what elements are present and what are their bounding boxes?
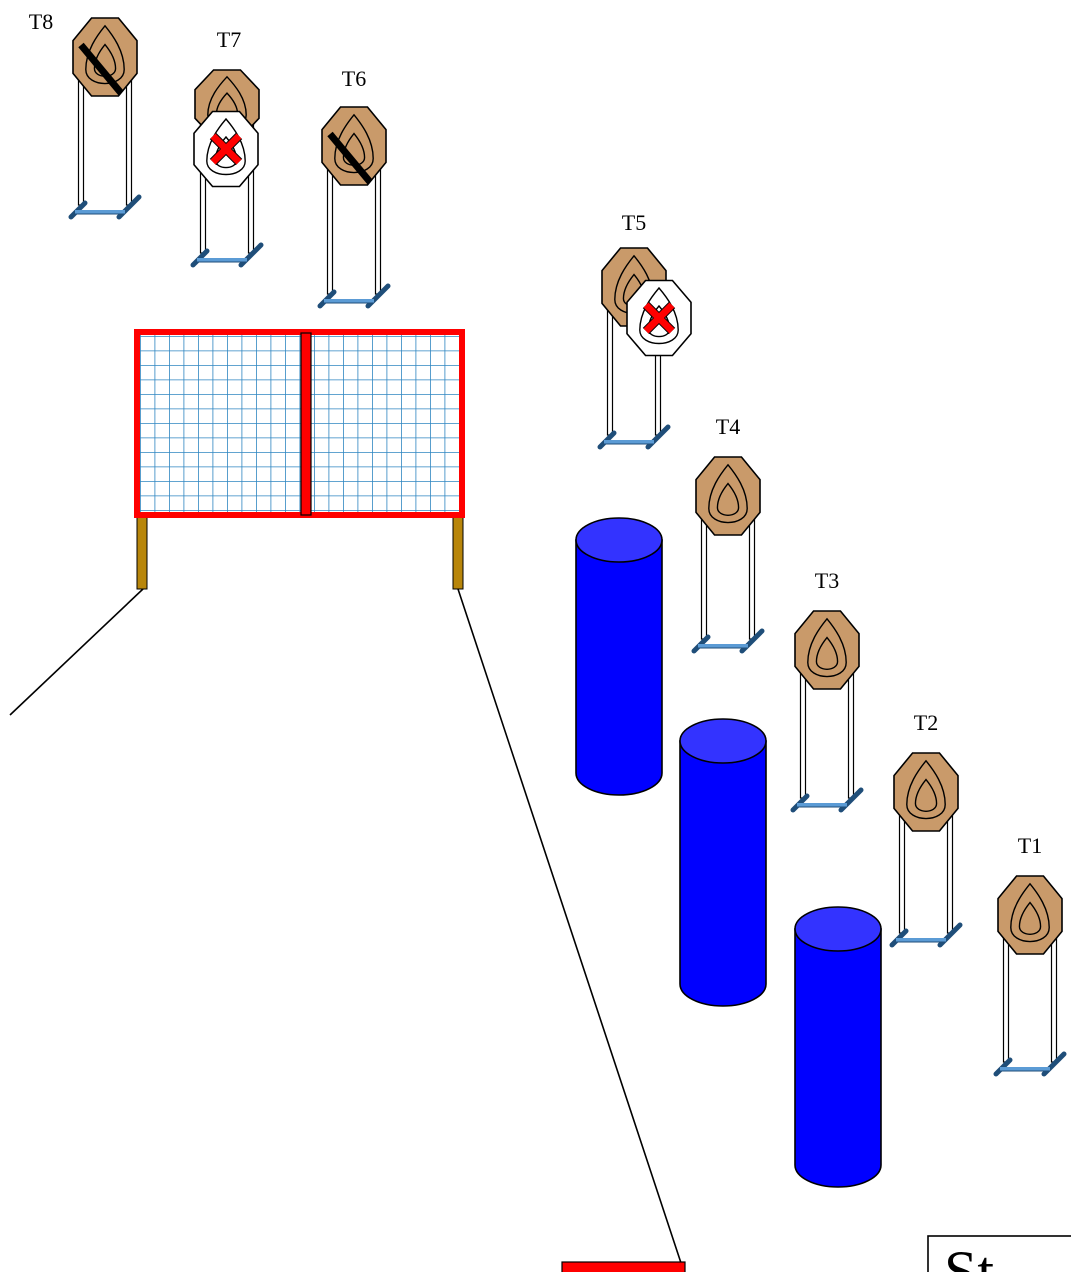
- steel-target-icon: [322, 107, 386, 185]
- steel-target-icon: [696, 457, 760, 535]
- steel-target-icon: [998, 876, 1062, 954]
- target-label: T1: [1018, 833, 1042, 858]
- target-t8: T8: [29, 9, 139, 217]
- target-label: T5: [622, 210, 646, 235]
- target-t3: T3: [793, 568, 861, 810]
- target-label: T4: [716, 414, 740, 439]
- target-t6: T6: [320, 66, 388, 306]
- no-shoot-target-icon: [194, 112, 258, 187]
- target-t2: T2: [892, 710, 960, 945]
- wall-center-post: [301, 333, 311, 515]
- steel-target-icon: [795, 611, 859, 689]
- steel-target-icon: [894, 753, 958, 831]
- targets: T1 T2 T3 T4 T5 T6 T7 T8: [29, 9, 1064, 1074]
- target-label: T7: [217, 27, 241, 52]
- target-t4: T4: [694, 414, 762, 651]
- steel-target-icon: [73, 18, 137, 96]
- start-position-marker: [562, 1262, 685, 1272]
- fault-line-left: [10, 589, 143, 715]
- mesh-wall: [137, 332, 463, 589]
- barrel-icon: [576, 518, 662, 795]
- target-label: T8: [29, 9, 53, 34]
- barrel-icon: [795, 907, 881, 1187]
- target-t7: T7: [193, 27, 261, 265]
- target-label: T2: [914, 710, 938, 735]
- target-label: T3: [815, 568, 839, 593]
- no-shoot-target-icon: [627, 281, 691, 356]
- start-box-text: St: [944, 1239, 994, 1272]
- target-t5: T5: [600, 210, 691, 447]
- target-t1: T1: [996, 833, 1064, 1074]
- barrel-icon: [680, 719, 766, 1006]
- wall-post-left: [137, 516, 147, 589]
- wall-post-right: [453, 516, 463, 589]
- target-label: T6: [342, 66, 366, 91]
- wall-mesh: [137, 332, 462, 515]
- start-box: St: [928, 1236, 1071, 1272]
